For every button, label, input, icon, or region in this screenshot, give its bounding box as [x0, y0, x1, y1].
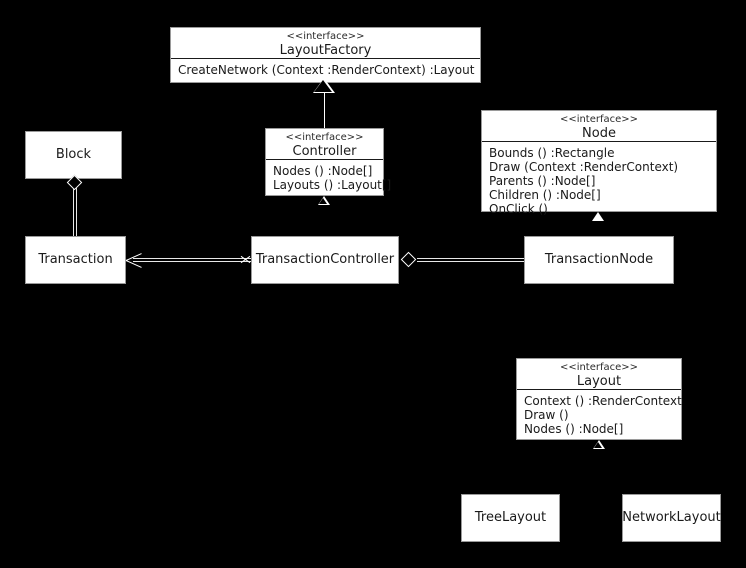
class-transactionnode[interactable]: TransactionNode [524, 236, 674, 284]
edge-transactioncontroller-to-transaction [133, 258, 251, 262]
class-block[interactable]: Block [25, 131, 122, 179]
member-item: Children () :Node[] [489, 188, 601, 202]
class-node[interactable]: <<interface>> Node Bounds () :Rectangle … [481, 110, 717, 216]
edge-transactioncontroller-to-transactionnode [417, 258, 524, 262]
member-item: OnClick () [489, 202, 548, 216]
class-title: TransactionNode [544, 252, 654, 267]
association-end-marker [240, 252, 252, 266]
class-treelayout[interactable]: TreeLayout [461, 494, 560, 542]
class-title: Transaction [38, 252, 113, 267]
member-item: Layouts () :Layout[] [273, 178, 392, 192]
class-controller[interactable]: <<interface>> Controller Nodes () :Node[… [265, 128, 392, 196]
class-title: Block [55, 147, 92, 162]
member-item: Bounds () :Rectangle [489, 146, 615, 160]
edge-block-to-transaction [73, 186, 77, 236]
class-title: Node [582, 126, 616, 141]
class-title: TransactionController [255, 252, 395, 267]
member-item: Nodes () :Node[] [273, 164, 373, 178]
aggregation-diamond-transactioncontroller [400, 251, 417, 268]
class-transaction[interactable]: Transaction [25, 236, 126, 284]
class-members-layoutfactory: CreateNetwork (Context :RenderContext) :… [171, 59, 480, 81]
class-title: LayoutFactory [279, 43, 372, 58]
member-item: Draw () [524, 408, 569, 422]
class-networklayout[interactable]: NetworkLayout [622, 494, 721, 542]
member-item: Draw (Context :RenderContext) [489, 160, 679, 174]
member-item: CreateNetwork (Context :RenderContext) :… [178, 63, 475, 77]
class-members-node: Bounds () :Rectangle Draw (Context :Rend… [482, 142, 716, 220]
stereotype-label: <<interface>> [559, 362, 639, 373]
member-item: Context () :RenderContext [524, 394, 682, 408]
generalization-arrow-controller [318, 196, 330, 205]
class-transactioncontroller[interactable]: TransactionController [251, 236, 399, 284]
class-members-layout: Context () :RenderContext Draw () Nodes … [517, 390, 682, 440]
member-item: Parents () :Node[] [489, 174, 596, 188]
generalization-arrow-layout [593, 440, 605, 449]
class-header-controller: <<interface>> Controller [266, 129, 383, 160]
class-title: NetworkLayout [622, 510, 721, 525]
class-header-layoutfactory: <<interface>> LayoutFactory [171, 28, 480, 59]
association-arrowhead-transaction [125, 252, 144, 268]
class-title: TreeLayout [474, 510, 547, 525]
class-header-node: <<interface>> Node [482, 111, 716, 142]
stereotype-label: <<interface>> [559, 114, 639, 125]
member-item: Nodes () :Node[] [524, 422, 624, 436]
generalization-arrow-node [592, 212, 604, 221]
stereotype-label: <<interface>> [285, 132, 364, 143]
generalization-arrow-layoutfactory [313, 78, 335, 93]
class-title: Layout [576, 374, 622, 389]
class-header-layout: <<interface>> Layout [517, 359, 681, 390]
class-members-controller: Nodes () :Node[] Layouts () :Layout[] [266, 160, 392, 196]
stereotype-label: <<interface>> [286, 31, 365, 42]
edge-controller-to-layoutfactory [324, 92, 325, 129]
class-layout[interactable]: <<interface>> Layout Context () :RenderC… [516, 358, 682, 440]
class-layoutfactory[interactable]: <<interface>> LayoutFactory CreateNetwor… [170, 27, 481, 83]
class-title: Controller [292, 144, 357, 159]
